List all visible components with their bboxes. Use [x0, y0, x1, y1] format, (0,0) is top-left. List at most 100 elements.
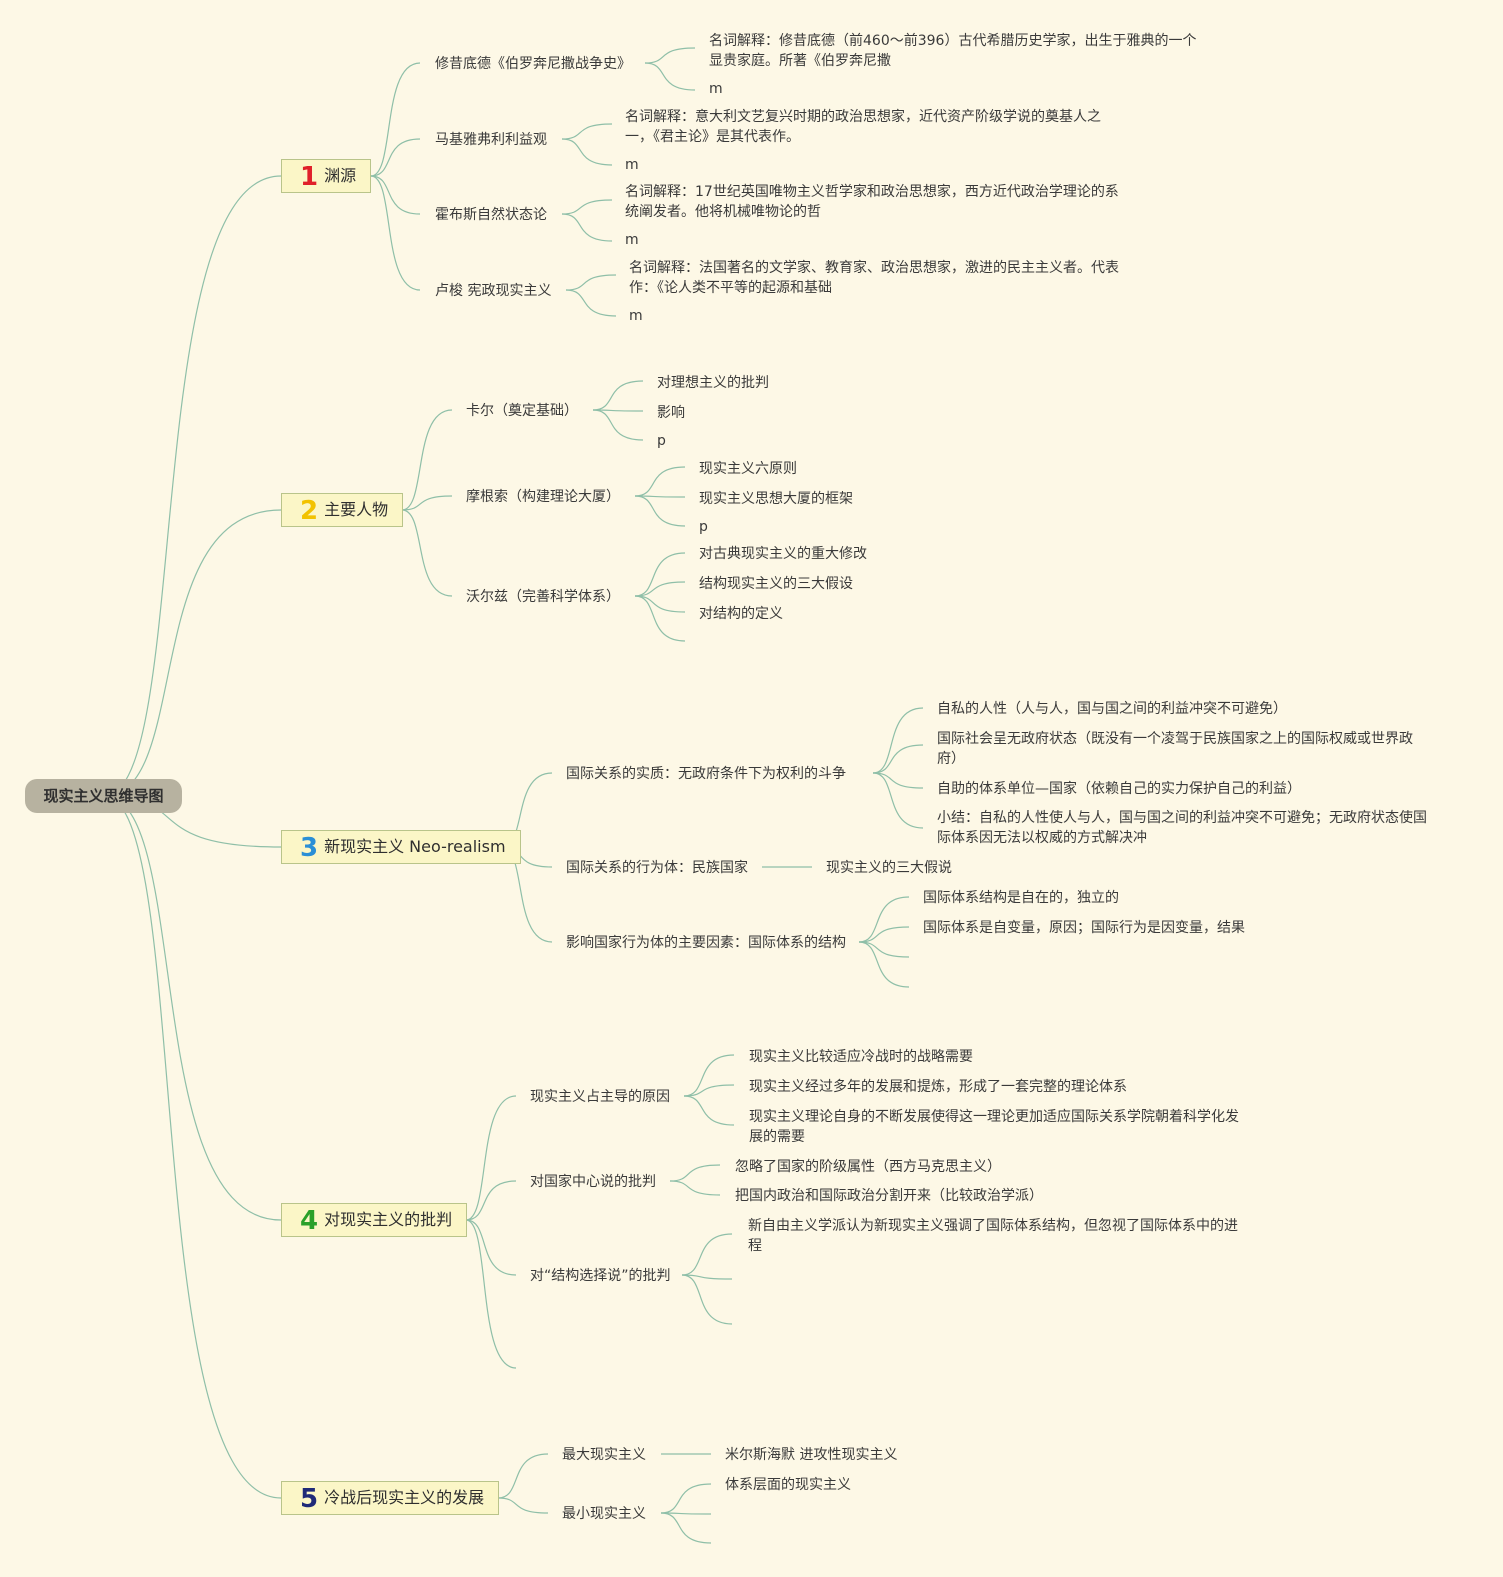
section-2-node[interactable]: 2 主要人物 — [281, 493, 404, 527]
section-3-label: 新现实主义 Neo-realism — [324, 837, 506, 856]
section-1-item-3-note-2: m — [625, 232, 639, 248]
section-2-item-2[interactable]: 摩根索（构建理论大厦） — [466, 489, 620, 505]
section-2-item-2-note-1: 现实主义六原则 — [699, 461, 797, 477]
connector-13 — [561, 199, 613, 215]
connector-38 — [858, 896, 910, 943]
section-5-label: 冷战后现实主义的发展 — [324, 1488, 485, 1507]
number-5-icon: 5 — [300, 1484, 319, 1514]
section-2-item-1[interactable]: 卡尔（奠定基础） — [466, 403, 578, 419]
connector-39 — [858, 926, 910, 943]
connector-24 — [634, 495, 686, 498]
connector-26 — [634, 552, 686, 597]
section-1-label: 渊源 — [324, 166, 357, 185]
connector-9 — [644, 47, 696, 64]
connector-33 — [872, 707, 924, 774]
connector-12 — [561, 138, 613, 166]
connector-40 — [858, 941, 910, 958]
section-4-item-1-note-3: 现实主义理论自身的不断发展使得这一理论更加适应国际关系学院朝着科学化发展的需要 — [749, 1109, 1239, 1145]
connector-50 — [669, 1180, 721, 1196]
section-4-item-3[interactable]: 对“结构选择说”的批判 — [530, 1268, 671, 1284]
section-5-item-1-note-1: 米尔斯海默 进攻性现实主义 — [725, 1447, 898, 1463]
section-4-item-1[interactable]: 现实主义占主导的原因 — [530, 1089, 670, 1105]
section-1-item-4[interactable]: 卢梭 宪政现实主义 — [435, 283, 552, 299]
section-3-item-1-note-4: 小结：自私的人性使人与人，国与国之间的利益冲突不可避免；无政府状态使国际体系因无… — [937, 810, 1427, 846]
section-2-item-3-note-3: 对结构的定义 — [699, 606, 783, 622]
connector-14 — [561, 213, 613, 242]
section-1-item-4-note-2: m — [629, 308, 643, 324]
connector-58 — [660, 1512, 712, 1515]
connector-10 — [644, 62, 696, 91]
connector-18 — [401, 495, 453, 511]
section-4-item-1-note-1: 现实主义比较适应冷战时的战略需要 — [749, 1049, 973, 1065]
connector-25 — [634, 495, 686, 527]
section-1-item-1[interactable]: 修昔底德《伯罗奔尼撒战争史》 — [435, 56, 631, 72]
section-2-item-3-note-1: 对古典现实主义的重大修改 — [699, 546, 867, 562]
section-2-label: 主要人物 — [324, 500, 389, 519]
section-4-item-1-note-2: 现实主义经过多年的发展和提炼，形成了一套完整的理论体系 — [749, 1079, 1127, 1095]
connector-52 — [681, 1274, 733, 1280]
section-5-node[interactable]: 5 冷战后现实主义的发展 — [281, 1481, 500, 1515]
connector-49 — [669, 1164, 721, 1182]
section-1-item-2-note-1: 名词解释：意大利文艺复兴时期的政治思想家，近代资产阶级学说的奠基人之一，《君主论… — [625, 109, 1101, 145]
root-node[interactable]: 现实主义思维导图 — [25, 779, 182, 813]
connector-27 — [634, 581, 686, 597]
section-4-label: 对现实主义的批判 — [324, 1210, 453, 1229]
connector-34 — [872, 744, 924, 774]
section-2-item-1-note-2: 影响 — [657, 405, 685, 421]
section-3-item-1-note-1: 自私的人性（人与人，国与国之间的利益冲突不可避免） — [937, 701, 1287, 717]
connector-8 — [370, 175, 421, 291]
connector-47 — [683, 1084, 735, 1097]
connector-54 — [497, 1453, 549, 1499]
connector-57 — [660, 1483, 712, 1514]
section-3-item-3[interactable]: 影响国家行为体的主要因素：国际体系的结构 — [566, 935, 846, 951]
section-2-item-3-note-2: 结构现实主义的三大假设 — [699, 576, 853, 592]
section-3-item-1-note-2: 国际社会呈无政府状态（既没有一个凌驾于民族国家之上的国际权威或世界政府） — [937, 731, 1413, 767]
section-5-item-1[interactable]: 最大现实主义 — [562, 1447, 646, 1463]
connector-48 — [683, 1095, 735, 1126]
number-4-icon: 4 — [300, 1206, 319, 1236]
connector-53 — [681, 1274, 733, 1325]
connector-19 — [401, 509, 453, 597]
connector-35 — [872, 772, 924, 789]
connector-16 — [565, 289, 617, 317]
section-1-item-1-note-1: 名词解释：修昔底德（前460～前396）古代希腊历史学家，出生于雅典的一个显贵家… — [709, 33, 1197, 69]
connector-15 — [565, 274, 617, 291]
section-1-item-2-note-2: m — [625, 157, 639, 173]
section-4-item-2-note-2: 把国内政治和国际政治分割开来（比较政治学派） — [735, 1188, 1043, 1204]
connector-42 — [465, 1095, 517, 1221]
section-5-item-2[interactable]: 最小现实主义 — [562, 1506, 646, 1522]
section-3-item-2[interactable]: 国际关系的行为体：民族国家 — [566, 860, 748, 876]
number-2-icon: 2 — [300, 496, 319, 526]
section-1-item-3[interactable]: 霍布斯自然状态论 — [435, 207, 547, 223]
section-3-item-1[interactable]: 国际关系的实质：无政府条件下为权利的斗争 — [566, 766, 846, 782]
connector-36 — [872, 772, 924, 829]
connector-45 — [465, 1219, 517, 1369]
section-3-item-1-note-3: 自助的体系单位—国家（依赖自己的实力保护自己的利益） — [937, 781, 1301, 797]
section-4-item-2[interactable]: 对国家中心说的批判 — [530, 1174, 656, 1190]
number-1-icon: 1 — [300, 162, 319, 192]
section-3-item-3-note-2: 国际体系是自变量，原因；国际行为是因变量，结果 — [923, 920, 1245, 936]
connector-44 — [465, 1219, 517, 1276]
connector-11 — [561, 123, 613, 140]
connector-1 — [103, 509, 282, 797]
section-1-node[interactable]: 1 渊源 — [281, 159, 372, 193]
section-2-item-2-note-3: p — [699, 519, 708, 535]
connector-21 — [592, 409, 644, 412]
section-2-item-1-note-1: 对理想主义的批判 — [657, 375, 769, 391]
section-5-item-2-note-1: 体系层面的现实主义 — [725, 1477, 851, 1493]
section-1-item-2[interactable]: 马基雅弗利利益观 — [435, 132, 547, 148]
connector-41 — [858, 941, 910, 988]
section-2-item-2-note-2: 现实主义思想大厦的框架 — [699, 491, 853, 507]
connector-20 — [592, 380, 644, 411]
section-4-item-3-note-1: 新自由主义学派认为新现实主义强调了国际体系结构，但忽视了国际体系中的进程 — [748, 1218, 1238, 1254]
section-2-item-3[interactable]: 沃尔兹（完善科学体系） — [466, 589, 620, 605]
connector-22 — [592, 409, 644, 441]
section-4-node[interactable]: 4 对现实主义的批判 — [281, 1203, 468, 1237]
connector-5 — [370, 62, 421, 177]
connector-4 — [103, 795, 282, 1499]
connector-59 — [660, 1512, 712, 1544]
connector-23 — [634, 466, 686, 497]
connector-51 — [681, 1233, 733, 1276]
